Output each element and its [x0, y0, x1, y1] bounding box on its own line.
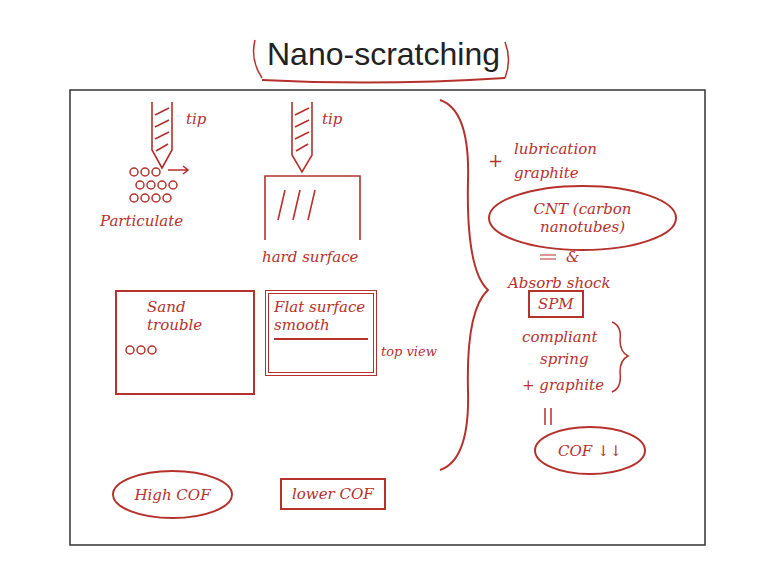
oval-outline	[489, 186, 676, 250]
node-text: Flat surface smooth	[274, 298, 368, 340]
node-text: SPM	[538, 295, 574, 313]
node-text: COF ↓↓	[558, 442, 622, 460]
node-text: lower COF	[292, 485, 374, 503]
view-note: top view	[381, 344, 437, 360]
highlight-oval: CNT (carbon nanotubes)	[487, 184, 678, 252]
tip-label: tip	[186, 110, 206, 128]
result-oval: COF ↓↓	[533, 425, 647, 476]
top-view-box: Sand trouble	[115, 290, 255, 395]
result-oval: High COF	[111, 469, 234, 520]
result-box: lower COF	[280, 478, 386, 510]
oval-outline	[113, 471, 232, 518]
note: graphite	[514, 164, 579, 182]
node-text: CNT (carbon nanotubes)	[518, 200, 648, 236]
note: compliant	[522, 328, 597, 346]
tip-symbol	[292, 102, 312, 172]
caption-note: hard surface	[262, 248, 358, 266]
highlight-box: SPM	[528, 290, 584, 318]
title-mark	[505, 42, 509, 78]
title-mark	[254, 40, 262, 78]
tip-label: tip	[322, 110, 342, 128]
tip-symbol	[152, 102, 188, 174]
brace	[440, 100, 488, 470]
implies-mark	[545, 408, 551, 425]
slide-frame	[70, 90, 705, 545]
node-text: Sand trouble	[147, 298, 245, 334]
note: spring	[540, 350, 589, 368]
particle-symbols	[130, 168, 177, 202]
particle-symbols	[126, 346, 156, 354]
caption-note: Particulate	[100, 212, 183, 230]
note: lubrication	[514, 140, 597, 158]
equals-mark	[540, 255, 556, 259]
hard-surface-symbol	[265, 176, 360, 240]
title-underline	[262, 78, 505, 83]
brace	[612, 322, 628, 392]
node-text: High COF	[134, 486, 210, 504]
oval-outline	[535, 427, 645, 474]
slide-title: Nano-scratching	[267, 36, 500, 73]
top-view-box: Flat surface smooth	[265, 290, 377, 376]
note: + graphite	[522, 376, 604, 394]
plus-sign: +	[488, 150, 503, 172]
